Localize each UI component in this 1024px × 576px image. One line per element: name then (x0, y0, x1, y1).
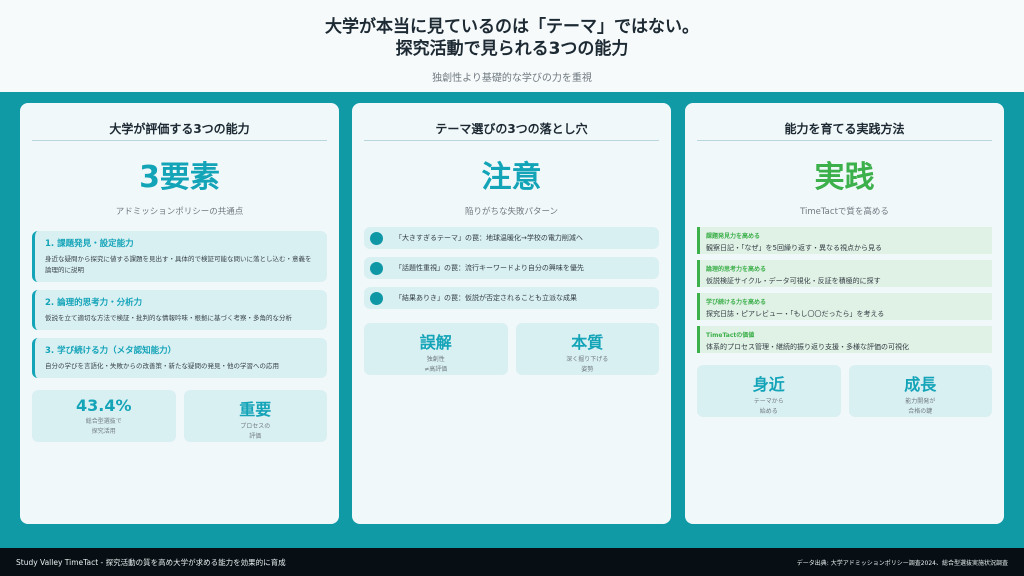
card-headline: 実践 (814, 160, 875, 195)
card-headline-sub: 陥りがちな失敗パターン (464, 207, 559, 217)
stat-label: 能力開発が 合格の鍵 (905, 398, 936, 415)
practice-desc: 仮説検証サイクル・データ可視化・反証を積極的に探す (706, 277, 881, 285)
bullet-icon (370, 291, 383, 305)
stats-row: 身近テーマから 始める 成長能力開発が 合格の鍵 (697, 365, 992, 417)
card-headline: 3要素 (139, 160, 220, 195)
stat-label: テーマから 始める (753, 398, 784, 415)
practice-title: 学び続ける力を高める (706, 299, 767, 306)
stat-value: 身近 (752, 375, 785, 394)
pitfall-item: 「大きすぎるテーマ」の罠：地球温暖化→学校の電力削減へ (364, 227, 659, 249)
card-title: 大学が評価する3つの能力 (32, 103, 327, 141)
stat-value: 誤解 (419, 333, 452, 352)
ability-desc: 身近な疑問から探究に値する課題を見出す・具体的で検証可能な問いに落とし込む・意義… (45, 255, 312, 274)
card-title: 能力を育てる実践方法 (697, 103, 992, 141)
ability-item: 1. 課題発見・設定能力身近な疑問から探究に値する課題を見出す・具体的で検証可能… (32, 231, 327, 282)
stat-value: 本質 (571, 333, 604, 352)
pitfall-item: 「話題性重視」の罠：流行キーワードより自分の興味を優先 (364, 257, 659, 279)
stat-box: 重要プロセスの 評価 (183, 390, 327, 442)
stat-value: 43.4% (75, 396, 132, 415)
stat-label: 独創性 ≠高評価 (424, 356, 448, 373)
stat-box: 身近テーマから 始める (697, 365, 841, 417)
page-subtitle: 独創性より基礎的な学びの力を重視 (432, 73, 592, 84)
title-line-1: 大学が本当に見ているのは「テーマ」ではない。 (325, 17, 699, 37)
stat-box: 本質深く掘り下げる 姿勢 (515, 323, 659, 375)
practice-item: TimeTactの価値体系的プロセス管理・継続的振り返り支援・多様な評価の可視化 (697, 326, 992, 353)
stat-box: 誤解独創性 ≠高評価 (364, 323, 508, 375)
stat-box: 成長能力開発が 合格の鍵 (848, 365, 992, 417)
practice-title: TimeTactの価値 (706, 332, 755, 339)
page-title: 大学が本当に見ているのは「テーマ」ではない。探究活動で見られる3つの能力 (0, 0, 1024, 60)
card-pitfalls: テーマ選びの3つの落とし穴 注意 陥りがちな失敗パターン 「大きすぎるテーマ」の… (352, 103, 671, 524)
pitfall-item: 「結果ありき」の罠：仮説が否定されることも立派な成果 (364, 287, 659, 309)
footer: Study Valley TimeTact - 探究活動の質を高め大学が求める能… (0, 548, 1024, 576)
practice-item: 学び続ける力を高める探究日誌・ピアレビュー・「もし〇〇だったら」を考える (697, 293, 992, 320)
card-title: テーマ選びの3つの落とし穴 (364, 103, 659, 141)
stat-value: 重要 (239, 400, 272, 419)
stats-row: 43.4% 総合型選抜で 探究活用 重要プロセスの 評価 (32, 390, 327, 442)
ability-title: 2. 論理的思考力・分析力 (45, 298, 143, 308)
pitfall-text: 「結果ありき」の罠：仮説が否定されることも立派な成果 (395, 294, 577, 302)
bullet-icon (370, 261, 383, 275)
card-headline: 注意 (481, 160, 542, 195)
practice-desc: 体系的プロセス管理・継続的振り返り支援・多様な評価の可視化 (706, 343, 909, 351)
ability-desc: 仮説を立て適切な方法で検証・批判的な情報吟味・根拠に基づく考察・多角的な分析 (45, 314, 292, 322)
stats-row: 誤解独創性 ≠高評価 本質深く掘り下げる 姿勢 (364, 323, 659, 375)
practice-item: 論理的思考力を高める仮説検証サイクル・データ可視化・反証を積極的に探す (697, 260, 992, 287)
practice-desc: 観察日記・「なぜ」を5回繰り返す・異なる視点から見る (706, 244, 882, 252)
ability-item: 3. 学び続ける力（メタ認知能力） 自分の学びを言語化・失敗からの改善策・新たな疑… (32, 338, 327, 378)
footer-tagline: Study Valley TimeTact - 探究活動の質を高め大学が求める能… (16, 557, 286, 567)
ability-title: 3. 学び続ける力（メタ認知能力） (45, 346, 177, 356)
pitfall-text: 「大きすぎるテーマ」の罠：地球温暖化→学校の電力削減へ (395, 234, 583, 242)
stat-box: 43.4% 総合型選抜で 探究活用 (32, 390, 176, 442)
practice-desc: 探究日誌・ピアレビュー・「もし〇〇だったら」を考える (706, 310, 885, 318)
card-headline-sub: TimeTactで質を高める (800, 207, 889, 217)
title-line-2: 探究活動で見られる3つの能力 (395, 39, 629, 59)
practice-title: 論理的思考力を高める (706, 266, 767, 273)
stat-label: プロセスの 評価 (240, 423, 271, 440)
ability-item: 2. 論理的思考力・分析力仮説を立て適切な方法で検証・批判的な情報吟味・根拠に基… (32, 290, 327, 330)
stat-value: 成長 (904, 375, 937, 394)
footer-source: データ出典: 大学アドミッションポリシー調査2024、総合型選抜実施状況調査 (796, 559, 1008, 567)
practice-title: 課題発見力を高める (706, 233, 761, 240)
bullet-icon (370, 231, 383, 245)
header: 大学が本当に見ているのは「テーマ」ではない。探究活動で見られる3つの能力 独創性… (0, 0, 1024, 92)
pitfall-text: 「話題性重視」の罠：流行キーワードより自分の興味を優先 (395, 264, 584, 272)
card-abilities: 大学が評価する3つの能力 3要素 アドミッションポリシーの共通点 1. 課題発見… (20, 103, 339, 524)
stat-label: 総合型選抜で 探究活用 (85, 418, 122, 435)
practice-item: 課題発見力を高める観察日記・「なぜ」を5回繰り返す・異なる視点から見る (697, 227, 992, 254)
stat-label: 深く掘り下げる 姿勢 (566, 356, 609, 373)
ability-title: 1. 課題発見・設定能力 (45, 239, 134, 249)
card-practice: 能力を育てる実践方法 実践 TimeTactで質を高める 課題発見力を高める観察… (685, 103, 1004, 524)
card-headline-sub: アドミッションポリシーの共通点 (115, 207, 244, 217)
ability-desc: 自分の学びを言語化・失敗からの改善策・新たな疑問の発見・他の学習への応用 (45, 362, 279, 370)
